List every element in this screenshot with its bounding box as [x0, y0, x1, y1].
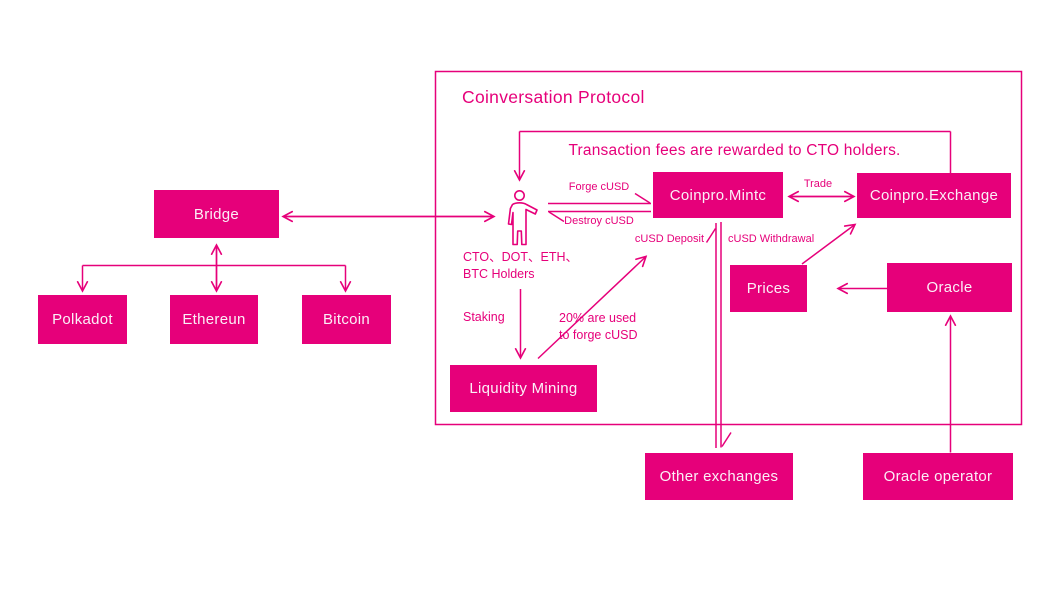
node-coinpro-mintc-label: Coinpro.Mintc	[669, 186, 767, 204]
label-forge-share-line1: 20% are used	[559, 311, 637, 325]
node-bitcoin: Bitcoin	[302, 295, 391, 344]
label-forge-share-line2: to forge cUSD	[559, 328, 638, 342]
arrow-cusd-deposit	[705, 223, 717, 448]
arrow-destroy-cusd	[548, 210, 651, 223]
node-oracle-label: Oracle	[926, 279, 973, 296]
arrow-fees-feedback	[520, 130, 952, 181]
node-polkadot: Polkadot	[38, 295, 127, 344]
person-icon	[507, 190, 538, 246]
label-holders-line1: CTO、DOT、ETH、	[463, 250, 579, 264]
bridge-branch-connector	[83, 264, 346, 292]
arrow-forge-cusd	[548, 192, 651, 205]
node-liquidity-mining-label: Liquidity Mining	[469, 380, 578, 397]
node-polkadot-label: Polkadot	[52, 311, 113, 328]
label-cusd-withdrawal: cUSD Withdrawal	[728, 233, 815, 245]
node-coinpro-exchange: Coinpro.Exchange	[857, 173, 1011, 218]
node-coinpro-exchange-label: Coinpro.Exchange	[869, 187, 999, 204]
node-oracle-operator-label: Oracle operator	[883, 468, 993, 485]
arrow-prices-exchange	[801, 225, 855, 265]
node-other-exchanges: Other exchanges	[645, 453, 793, 500]
node-bitcoin-label: Bitcoin	[322, 311, 371, 328]
label-holders: CTO、DOT、ETH、 BTC Holders	[463, 249, 578, 283]
protocol-title: Coinversation Protocol	[462, 87, 645, 107]
feedback-note: Transaction fees are rewarded to CTO hol…	[568, 142, 901, 159]
node-other-exchanges-label: Other exchanges	[659, 468, 779, 485]
node-ethereun-label: Ethereun	[182, 311, 246, 328]
label-forge-share: 20% are used to forge cUSD	[559, 310, 638, 344]
node-ethereun: Ethereun	[170, 295, 258, 344]
node-oracle: Oracle	[887, 263, 1012, 312]
arrow-forge-share	[537, 257, 646, 360]
arrow-cusd-withdrawal	[720, 222, 732, 448]
label-staking: Staking	[463, 310, 505, 324]
node-bridge: Bridge	[154, 190, 279, 238]
label-cusd-deposit: cUSD Deposit	[634, 233, 704, 245]
label-trade: Trade	[803, 178, 833, 190]
node-prices: Prices	[730, 265, 807, 312]
node-oracle-operator: Oracle operator	[863, 453, 1013, 500]
protocol-boundary	[434, 70, 1023, 426]
label-destroy-cusd: Destroy cUSD	[564, 215, 634, 227]
node-bridge-label: Bridge	[193, 205, 240, 223]
node-liquidity-mining: Liquidity Mining	[450, 365, 597, 412]
label-holders-line2: BTC Holders	[463, 267, 535, 281]
node-coinpro-mintc: Coinpro.Mintc	[653, 172, 783, 218]
label-forge-cusd: Forge cUSD	[568, 181, 630, 193]
node-prices-label: Prices	[746, 280, 791, 297]
